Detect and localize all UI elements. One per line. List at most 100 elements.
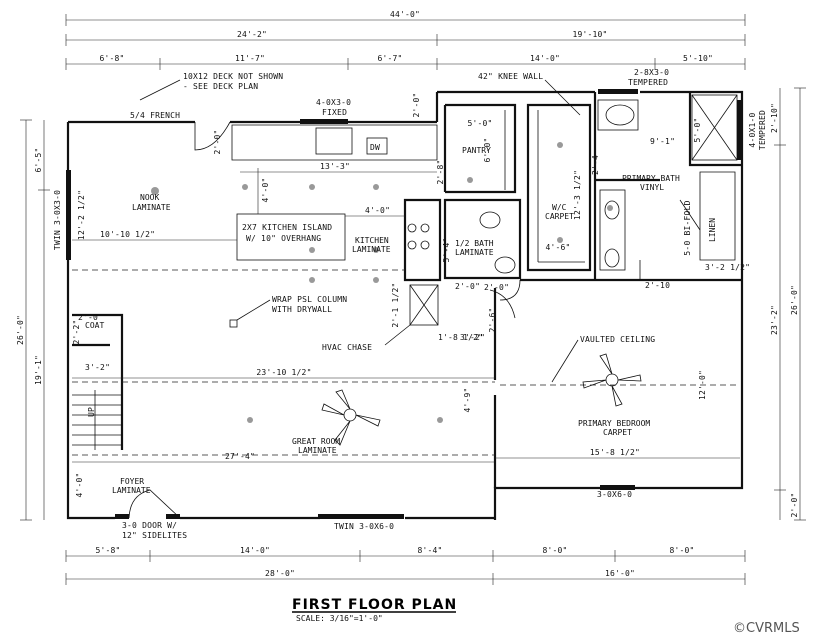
light-5 [373,247,379,253]
room-labels: NOOK LAMINATE KITCHEN LAMINATE GREAT ROO… [112,193,650,495]
knee-wall-note: 42" KNEE WALL [478,72,543,81]
dim-2-1: 2'-1 1/2" [391,282,400,327]
light-great-2 [437,417,443,423]
dim-5-4: 5'-4" [442,237,451,262]
psl-column [229,319,238,328]
half-bath-label: 1/2 BATH [455,239,494,248]
doors [128,121,516,519]
light-7 [373,277,379,283]
light-pantry [467,177,473,183]
light-great-1 [247,417,253,423]
bottom-dimensions: 5'-8" 14'-0" 8'-4" 8'-0" 8'-0" 28'-0" 16… [65,546,746,585]
vanity [599,189,626,271]
front-door [128,489,181,519]
hvac-chase [409,284,439,326]
sidelite-left [115,514,129,519]
dim-row3-1: 6'-8" [99,54,124,63]
dim-left-window-side: 12'-2 1/2" [77,190,86,240]
range-burner-1 [407,223,417,233]
dim-27-4: 27'-4" [225,452,255,461]
french-door-label: 5/4 FRENCH [130,111,180,120]
foyer-label: FOYER [120,477,144,486]
dim-row3-4: 14'-0" [530,54,560,63]
dim-left-top: 6'-5" [34,147,43,172]
tempered-window-right [737,100,742,160]
half-bath-toilet [479,211,501,229]
dim-4-0-kitchen: 4'-0" [261,177,270,202]
light-6 [309,277,315,283]
dim-right-bottom: 2'-0" [790,492,799,517]
plan-scale: SCALE: 3/16"=1'-0" [296,614,383,623]
light-wic-1 [557,142,563,148]
windows [66,89,742,519]
light-wic-2 [557,237,563,243]
twin-window-bottom [318,514,404,519]
half-bath-sink [494,256,516,274]
dim-2-10: 2'-10 [645,281,670,290]
ceiling-fan-great-room [321,389,381,446]
vanity-sink-2 [604,248,620,268]
dim-bottom-5: 8'-0" [669,546,694,555]
light-4 [309,247,315,253]
dim-4-9: 4'-9" [463,387,472,412]
dim-2-8: 2'-8" [436,159,445,184]
island-label-a: 2X7 KITCHEN ISLAND [242,223,332,232]
interior-walls: DW 13'-3" 5'-0" PANTRY 6'-0" W/C CARPET … [72,92,750,488]
primary-bath-label: PRIMARY BATH [622,174,680,183]
island-label-b: W/ 10" OVERHANG [246,234,321,243]
dim-right-top: 2'-10" [770,103,779,133]
sidelite-right [166,514,180,519]
dim-3-2-coat: 3'-2" [85,363,110,372]
title-block: FIRST FLOOR PLAN SCALE: 3/16"=1'-0" [292,597,457,623]
plan-title: FIRST FLOOR PLAN [292,597,457,613]
dim-15-8: 15'-8 1/2" [590,448,640,457]
toilet-area [597,99,639,131]
foyer-floor: LAMINATE [112,486,151,495]
kitchen-island [236,213,346,261]
dim-row3-2: 11'-7" [235,54,265,63]
range-burner-2 [420,223,430,233]
kitchen-label: KITCHEN [355,236,389,245]
wic-label: W/C [552,203,567,212]
nook-floor: LAMINATE [132,203,171,212]
dim-4-6: 4'-6" [545,243,570,252]
hvac-label: HVAC CHASE [322,343,372,352]
dim-2-6-door: 2'-6" [488,307,497,332]
great-room-floor: LAMINATE [298,446,337,455]
dim-top-right: 19'-10" [572,30,607,39]
great-room-label: GREAT ROOM [292,437,340,446]
dim-left-outer: 26'-0" [16,315,25,345]
sink [315,127,353,155]
dim-1-8: 1'-8 1/2" [438,333,483,342]
light-bath [607,205,613,211]
dishwasher [366,137,388,155]
window-fixed-b: FIXED [322,108,347,117]
vaulted-note: VAULTED CEILING [580,335,655,344]
half-bath-floor: LAMINATE [455,248,494,257]
dim-2-0-col: 2'-0" [484,283,509,292]
dim-right-inner: 23'-2" [770,305,779,335]
range-burner-4 [420,240,430,250]
dim-13-3: 13'-3" [320,162,350,171]
tempered-top-a: 2-8X3-0 [634,68,669,77]
tempered-window-top [598,89,638,94]
primary-bedroom-floor: CARPET [603,428,632,437]
dim-2-0-window: 2'-0" [412,92,421,117]
top-dimensions: 44'-0" 24'-2" 19'-10" 6'-8" 11'-7" 6'-7"… [65,10,746,70]
pantry-label: PANTRY [462,146,491,155]
dim-bottom-2: 14'-0" [240,546,270,555]
nook-label: NOOK [140,193,159,202]
tempered-top-b: TEMPERED [628,78,668,87]
light-nook [151,187,159,195]
exterior-walls [66,90,744,520]
dim-6-0-pantry: 6'-0" [483,137,492,162]
twin-window-left [66,170,71,260]
bedroom-window-label: 3-0X6-0 [597,490,632,499]
dim-bottom-16: 16'-0" [605,569,635,578]
column-label-b: WITH DRYWALL [272,305,332,314]
dim-bottom-1: 5'-8" [95,546,120,555]
bedroom-door [489,289,516,319]
dim-23-10: 23'-10 1/2" [256,368,311,377]
